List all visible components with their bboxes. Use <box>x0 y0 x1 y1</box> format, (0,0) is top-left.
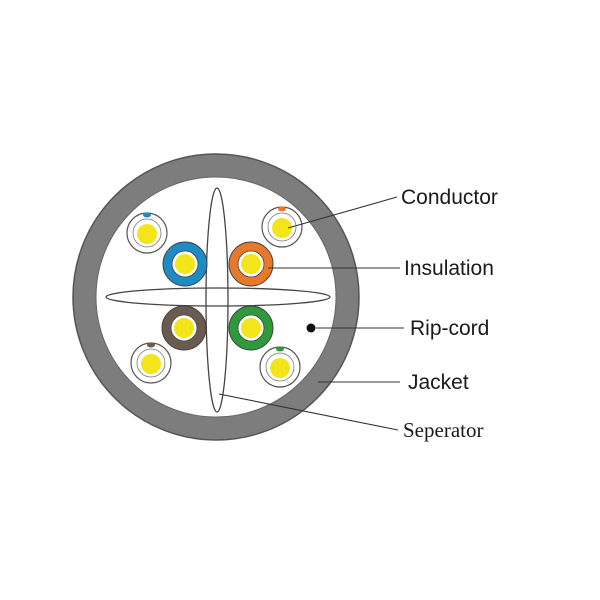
conductor-core <box>175 254 195 274</box>
stripe-marker-green <box>276 346 284 352</box>
conductor-core <box>137 224 157 244</box>
separator-horizontal <box>105 287 331 307</box>
insulation-label: Insulation <box>404 257 494 280</box>
cable-interior <box>95 176 337 418</box>
separator-label: Seperator <box>403 418 483 442</box>
conductor-label: Conductor <box>401 186 498 209</box>
small-conductor-top-left <box>126 212 168 254</box>
conductor-leader-line <box>287 196 398 229</box>
separator-vertical <box>205 187 229 413</box>
separator-leader-line <box>218 393 399 431</box>
ripcord-label: Rip-cord <box>410 317 489 340</box>
conductor-core <box>270 358 290 378</box>
stripe-marker-orange <box>278 206 286 212</box>
blue-insulated-conductor <box>162 241 208 287</box>
conductor-core <box>174 318 194 338</box>
orange-insulated-conductor <box>228 241 274 287</box>
conductor-core <box>241 254 261 274</box>
green-insulated-conductor <box>228 305 274 351</box>
conductor-core <box>272 218 292 238</box>
small-conductor-bottom-left <box>130 342 172 384</box>
stripe-marker-blue <box>143 212 151 218</box>
small-conductor-top-right <box>261 206 303 248</box>
jacket-label: Jacket <box>408 371 469 394</box>
conductor-core <box>241 318 261 338</box>
leader-lines <box>218 196 404 431</box>
brown-insulated-conductor <box>161 305 207 351</box>
conductor-core <box>141 354 161 374</box>
small-conductor-bottom-right <box>259 346 301 388</box>
ripcord-dot <box>306 323 316 333</box>
separator <box>105 187 331 413</box>
stripe-marker-brown <box>147 342 155 348</box>
